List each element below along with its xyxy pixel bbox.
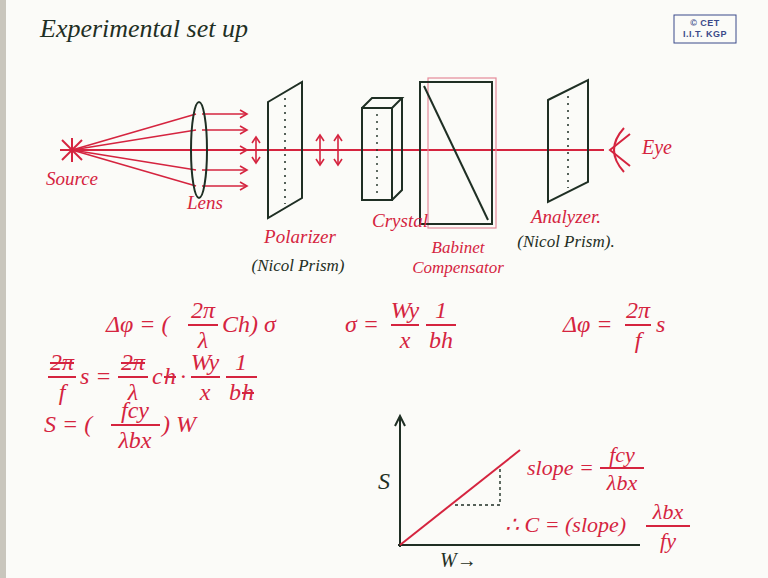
analyzer-dots [567,96,569,188]
numerator: 2π [50,349,74,377]
compensator-body [420,82,492,224]
component-label: Lens [187,192,223,214]
denominator: x [200,379,211,407]
equation-part: ) W [162,411,196,439]
axis-label: S [378,468,390,496]
denominator: x [400,327,411,355]
graph-line [400,450,520,545]
equation-part: S = ( [44,411,92,439]
slide-title: Experimental set up [40,14,248,44]
component-note: (Nicol Prism) [251,256,344,276]
equation-part: s = [80,363,112,391]
numerator: 1 [235,349,247,377]
equation-part: c [152,363,163,391]
numerator: Wy [191,349,219,377]
denominator: h [242,379,254,407]
light-rays [72,110,247,190]
denominator: λbx [118,427,151,455]
equation-part: s [656,311,665,339]
logo-text: I.I.T. KGP [683,29,727,39]
component-label: Eye [642,136,672,159]
crystal-block [362,98,402,200]
numerator: 1 [435,297,447,325]
denominator: f [635,327,642,355]
component-note: (Nicol Prism). [517,232,614,252]
denominator: f [59,379,66,407]
polarizer-plate [268,82,302,218]
equation-part: Δφ = ( [106,311,170,339]
equation-part: h [164,363,176,391]
page-edge [0,0,6,578]
denominator: b [229,379,241,407]
component-label: Polarizer [264,226,336,248]
numerator: Wy [391,297,419,325]
polarization-arrows [252,135,342,165]
lens-symbol [191,102,207,198]
equation-part: Ch) σ [222,311,276,339]
eye-symbol [610,128,630,172]
logo-box [674,15,736,43]
logo-text: © CET [690,18,720,28]
numerator: λbx [653,499,683,524]
numerator: 2π [191,297,215,325]
slope-triangle [455,467,500,505]
equation-part: Δφ = [563,311,613,339]
numerator: fcy [121,397,149,425]
numerator: fcy [609,442,635,467]
equation-part: σ = [345,311,379,339]
denominator: bh [429,327,453,355]
component-label: Source [46,168,98,190]
equation-part: slope = [527,455,594,480]
fraction-bars [48,325,690,526]
numerator: 2π [121,349,145,377]
compensator-wedge [424,86,488,220]
equation-part: ∴ C = (slope) [505,512,626,537]
numerator: 2π [626,297,650,325]
equation-part: · [180,363,186,391]
graph-axes [395,416,640,547]
denominator: fy [660,528,676,553]
component-label: Babinet Compensator [406,238,510,277]
compensator-frame [428,78,496,228]
component-label: Crystal [372,210,428,232]
denominator: λbx [607,470,637,495]
analyzer-plate [548,80,588,202]
axis-label: W→ [440,549,477,572]
component-label: Analyzer. [531,206,601,228]
polarizer-dots [284,98,286,204]
